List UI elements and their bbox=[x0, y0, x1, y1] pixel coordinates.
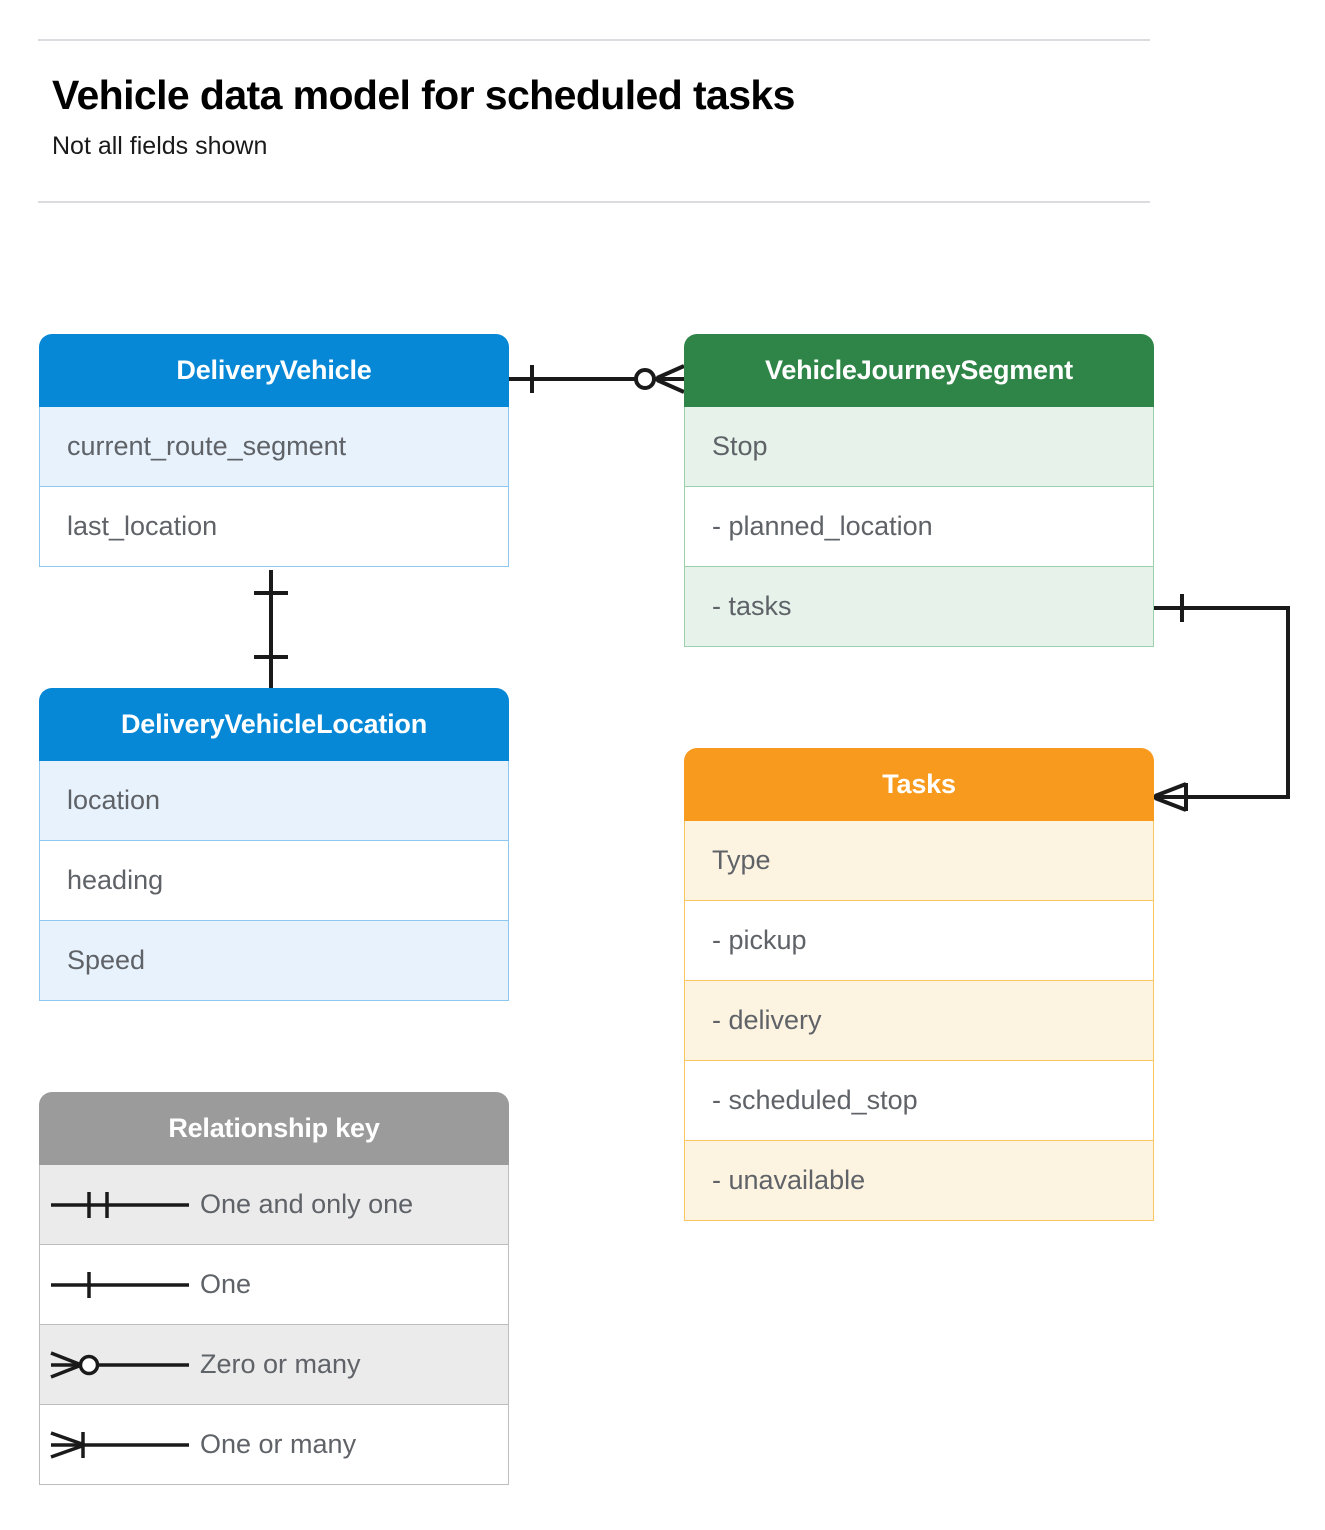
header-divider-bottom bbox=[38, 201, 1150, 203]
legend-item-label: One and only one bbox=[200, 1189, 414, 1219]
one-icon bbox=[40, 1265, 200, 1305]
legend-item-label: One or many bbox=[200, 1429, 357, 1459]
entity-delivery-vehicle-title: DeliveryVehicle bbox=[39, 334, 509, 407]
entity-field-row: Stop bbox=[684, 407, 1154, 487]
entity-delivery-vehicle-location-title: DeliveryVehicleLocation bbox=[39, 688, 509, 761]
one-and-only-one-icon bbox=[40, 1185, 200, 1225]
entity-field-row: last_location bbox=[39, 487, 509, 567]
header-divider-top bbox=[38, 39, 1150, 41]
entity-field-row: current_route_segment bbox=[39, 407, 509, 487]
legend-item-label: Zero or many bbox=[200, 1349, 361, 1379]
entity-field-row: - planned_location bbox=[684, 487, 1154, 567]
legend-item-label: One bbox=[200, 1269, 252, 1299]
legend-item: One and only one bbox=[39, 1165, 509, 1245]
legend-item: One bbox=[39, 1245, 509, 1325]
one-or-many-icon bbox=[40, 1425, 200, 1465]
entity-field-row: Speed bbox=[39, 921, 509, 1001]
entity-tasks[interactable]: Tasks Type - pickup - delivery - schedul… bbox=[684, 748, 1154, 1221]
entity-field-row: - pickup bbox=[684, 901, 1154, 981]
entity-field-row: Type bbox=[684, 821, 1154, 901]
relationship-key-title: Relationship key bbox=[39, 1092, 509, 1165]
entity-delivery-vehicle-location[interactable]: DeliveryVehicleLocation location heading… bbox=[39, 688, 509, 1001]
entity-vehicle-journey-segment-title: VehicleJourneySegment bbox=[684, 334, 1154, 407]
entity-field-row: - delivery bbox=[684, 981, 1154, 1061]
page-subtitle: Not all fields shown bbox=[52, 132, 268, 160]
entity-vehicle-journey-segment[interactable]: VehicleJourneySegment Stop - planned_loc… bbox=[684, 334, 1154, 647]
connector-vehicle-to-journey-segment bbox=[509, 364, 685, 394]
entity-delivery-vehicle[interactable]: DeliveryVehicle current_route_segment la… bbox=[39, 334, 509, 567]
page-title: Vehicle data model for scheduled tasks bbox=[52, 72, 795, 118]
entity-field-row: - unavailable bbox=[684, 1141, 1154, 1221]
zero-or-many-icon bbox=[40, 1345, 200, 1385]
entity-field-row: - scheduled_stop bbox=[684, 1061, 1154, 1141]
entity-field-row: heading bbox=[39, 841, 509, 921]
entity-field-row: - tasks bbox=[684, 567, 1154, 647]
relationship-key-legend: Relationship key One and only one One bbox=[39, 1092, 509, 1485]
legend-item: One or many bbox=[39, 1405, 509, 1485]
connector-vehicle-to-vehicle-location bbox=[254, 570, 288, 688]
entity-field-row: location bbox=[39, 761, 509, 841]
legend-item: Zero or many bbox=[39, 1325, 509, 1405]
connector-journey-segment-to-tasks bbox=[1154, 594, 1290, 812]
entity-tasks-title: Tasks bbox=[684, 748, 1154, 821]
